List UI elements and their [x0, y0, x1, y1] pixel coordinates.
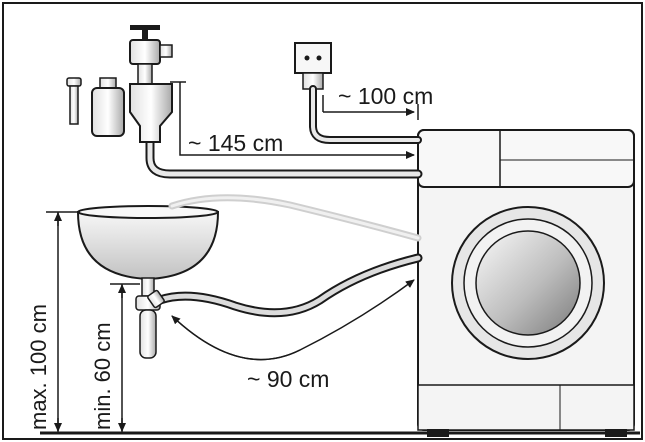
dim-drain-arrow-back [171, 315, 301, 361]
label-socket-distance: ~ 100 cm [338, 83, 433, 109]
adapter-body [91, 87, 125, 137]
water-tap [129, 25, 173, 143]
label-max-height: max. 100 cm [26, 304, 51, 430]
hose-behind-sink-inner [170, 196, 420, 240]
power-cable [311, 87, 420, 142]
tap-handle [130, 25, 160, 30]
drain-hose-connector [147, 289, 165, 309]
dimension-tap [170, 81, 415, 159]
label-min-height: min. 60 cm [90, 322, 115, 430]
dimension-socket [322, 95, 419, 120]
wash-basin [76, 205, 220, 359]
spare-connectors [66, 77, 125, 137]
machine-foot-right [605, 429, 627, 437]
washing-machine [417, 129, 635, 437]
power-socket [294, 42, 332, 90]
dimension-max-height [46, 211, 80, 432]
dim-tap-arrow [179, 82, 415, 159]
socket-hole-right [316, 55, 322, 61]
tap-valve [129, 39, 161, 65]
tap-neck [137, 63, 153, 85]
label-drain-distance: ~ 90 cm [247, 366, 329, 392]
adapter-top [99, 77, 117, 89]
sink-rim [77, 205, 219, 219]
machine-plinth [417, 384, 635, 431]
machine-foot-left [427, 429, 449, 437]
socket-plate [294, 42, 332, 74]
siphon-trap [139, 309, 157, 359]
aquastop-valve [129, 83, 173, 143]
door-glass [475, 230, 581, 336]
connector-nut [66, 77, 82, 87]
label-tap-distance: ~ 145 cm [188, 130, 283, 156]
inlet-hose [147, 137, 421, 177]
tap-stem [142, 30, 148, 40]
dimension-min-height [110, 283, 140, 432]
connector-pipe [69, 85, 79, 125]
machine-control-panel [417, 129, 635, 188]
socket-hole-left [304, 55, 310, 61]
tap-outlet [159, 44, 173, 58]
drain-hose [157, 255, 421, 316]
